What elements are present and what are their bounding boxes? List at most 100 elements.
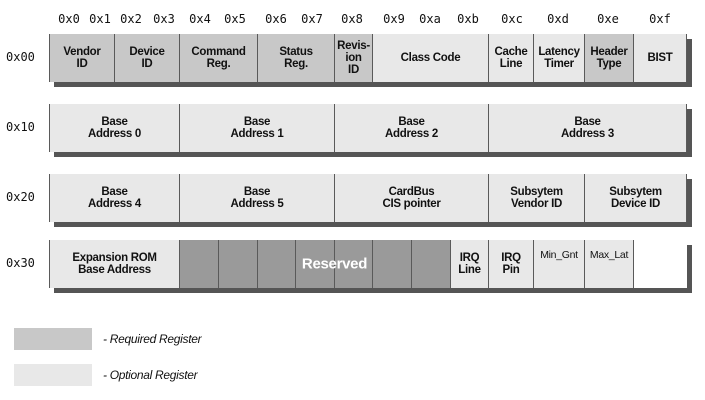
register-label-line: Base [243,186,271,198]
column-header: 0x0 [58,12,80,26]
row-offset-label: 0x30 [6,256,35,270]
register-label: Max_Lat [590,249,628,261]
register-label-line: CIS pointer [382,198,441,210]
register-label-line: Status [279,46,313,58]
register-label-line: Base [243,116,271,128]
register-label-line: Vendor ID [511,198,562,210]
column-header: 0xf [649,12,671,26]
row-offset-label: 0x20 [6,190,35,204]
register-label-line: Class Code [400,52,461,64]
register-class-code: Class Code [373,34,489,82]
register-label-line: Address 1 [230,128,284,140]
register-label-line: Base [101,116,128,128]
row-offset-label: 0x10 [6,120,35,134]
column-header: 0x4 [189,12,211,26]
register-label-line: Expansion ROM [72,252,157,264]
register-label-line: ID [76,58,88,70]
row-shadow [687,179,692,227]
row-shadow [54,288,692,293]
row-shadow [54,152,692,157]
register-label-line: Cache [494,46,528,58]
register-label-line: Reg. [284,58,308,70]
column-header: 0x3 [153,12,175,26]
register-label-line: Address 2 [385,128,438,140]
register-label-line: Vendor [63,46,101,58]
register-label-line: Address 0 [88,128,141,140]
register-label-line: Base Address [78,264,151,276]
register-label-line: IRQ [501,252,521,264]
register-reserved [335,240,373,288]
register-label-line: Base [398,116,425,128]
legend-label-required: - Required Register [103,332,202,346]
register-label-line: ID [141,58,153,70]
legend-label-optional: - Optional Register [103,368,198,382]
column-header: 0xe [597,12,619,26]
column-header: 0xd [547,12,569,26]
register-label-line: Subsytem [510,186,563,198]
register-label-line: CardBus [388,186,435,198]
register-label-line: Device ID [610,198,661,210]
register-label-line: Max_Lat [589,249,629,261]
register-reserved [219,240,258,288]
register-label-line: BIST [647,52,673,64]
register-label-line: Device [129,46,165,58]
register-label-line: Base [574,116,601,128]
row-offset-label: 0x00 [6,50,35,64]
register-label-line: Reg. [206,58,231,70]
register-label-line: Base [101,186,128,198]
register-label-line: Address 4 [88,198,141,210]
column-header: 0x8 [341,12,363,26]
register-label-line: Pin [502,264,520,276]
register-label-line: Timer [544,58,574,70]
row-shadow [687,109,692,157]
register-max-lat: Max_Lat [585,240,634,288]
legend-swatch-optional [14,364,92,386]
register-label-line: IRQ [459,252,480,264]
reserved-label: Reserved [301,255,368,273]
register-reserved [296,240,335,288]
register-label-line: Subsytem [609,186,662,198]
column-header: 0x6 [265,12,287,26]
column-header: 0xa [419,12,441,26]
register-reserved [373,240,412,288]
register-bist: BIST [634,34,687,82]
register-label-line: ion [345,52,362,64]
register-label-line: Type [596,58,622,70]
row-shadow [54,82,692,87]
register-label-line: Line [499,58,523,70]
row-shadow [687,39,692,87]
column-header: 0x2 [120,12,142,26]
register-reserved [412,240,451,288]
register-min-gnt: Min_Gnt [534,240,585,288]
row-shadow [54,222,692,227]
register-label: BIST [648,52,673,64]
